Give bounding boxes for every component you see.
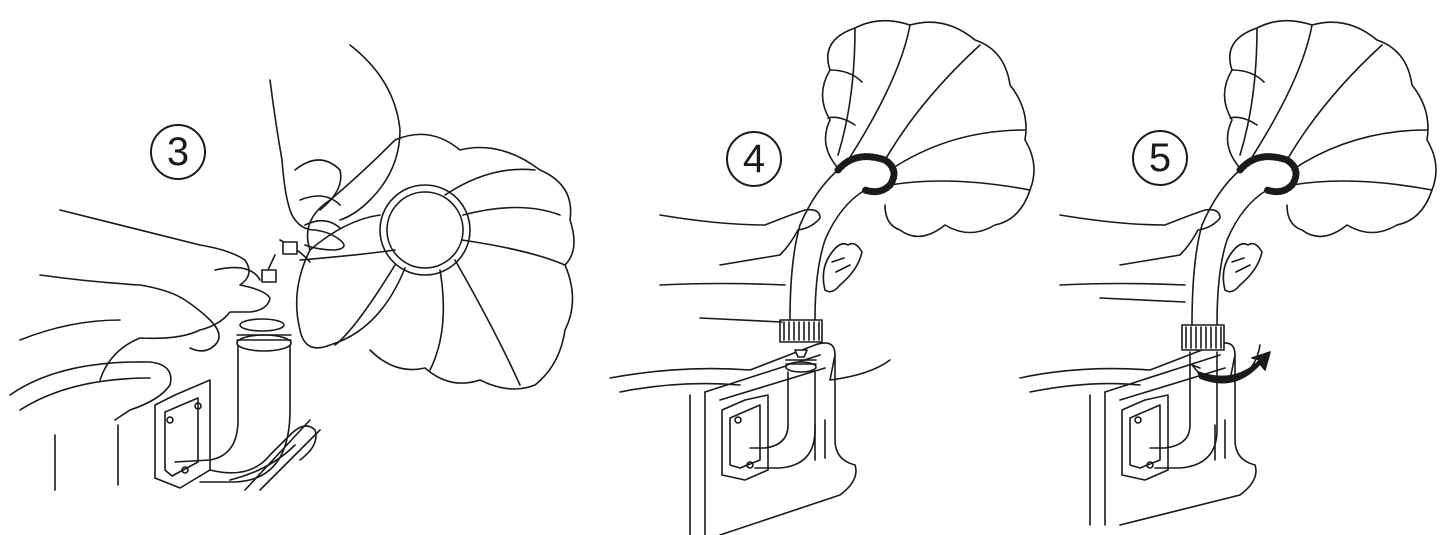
step-4-illustration: [609, 19, 1035, 535]
step-5-illustration: [1019, 19, 1437, 526]
hand: [659, 208, 863, 323]
step-5-badge: 5: [1132, 130, 1188, 186]
gramophone-horn: [1191, 19, 1437, 326]
step-5-panel: 5: [1019, 0, 1444, 535]
gramophone-horn: [295, 133, 575, 390]
rotation-arrow-icon: [1191, 351, 1271, 384]
step-3-panel: 3: [0, 0, 600, 535]
neck-pipe: [174, 318, 292, 483]
threaded-collar: [1181, 324, 1225, 351]
cabinet: [9, 361, 321, 491]
cabinet: [1019, 342, 1261, 526]
cabinet: [609, 342, 891, 535]
step-3-illustration: [9, 44, 575, 491]
threaded-collar: [779, 319, 823, 343]
gramophone-horn: [789, 19, 1035, 321]
step-4-panel: 4: [600, 0, 1035, 535]
neck-pipe: [749, 349, 817, 469]
neck-pipe: [1149, 351, 1218, 469]
hand: [19, 44, 401, 381]
step-3-badge: 3: [150, 124, 206, 180]
step-4-badge: 4: [726, 131, 782, 187]
hand: [1059, 208, 1263, 303]
